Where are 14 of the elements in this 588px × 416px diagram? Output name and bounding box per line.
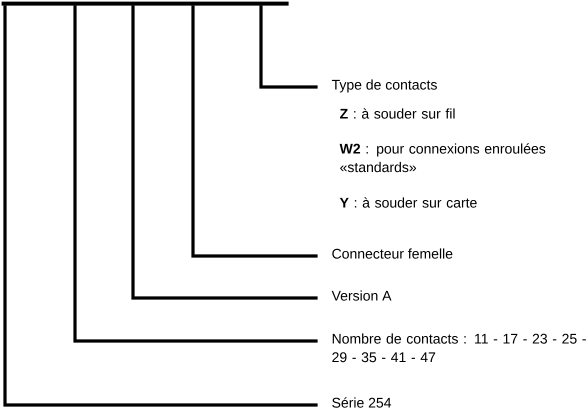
part-label: Nombre de contacts : 11 - 17 - 23 - 25 - 29 - 35 - 41 - 47 xyxy=(332,333,586,362)
part-label: Type de contacts xyxy=(332,79,437,92)
option-text: Z : à souder sur fil xyxy=(340,108,455,119)
part-label: Connecteur femelle xyxy=(332,248,452,259)
option-text: Y : à souder sur carte xyxy=(340,197,477,208)
part-label: Version A xyxy=(332,290,392,301)
leader-line xyxy=(191,6,318,258)
leader-line xyxy=(259,6,318,89)
leader-line xyxy=(73,6,318,343)
option-text: W2 : pour connexions enroulées «standards» xyxy=(340,143,546,172)
part-label: Série 254 xyxy=(332,397,392,408)
leader-line xyxy=(3,6,318,407)
leader-line xyxy=(131,6,318,300)
top-bar xyxy=(2,2,289,6)
